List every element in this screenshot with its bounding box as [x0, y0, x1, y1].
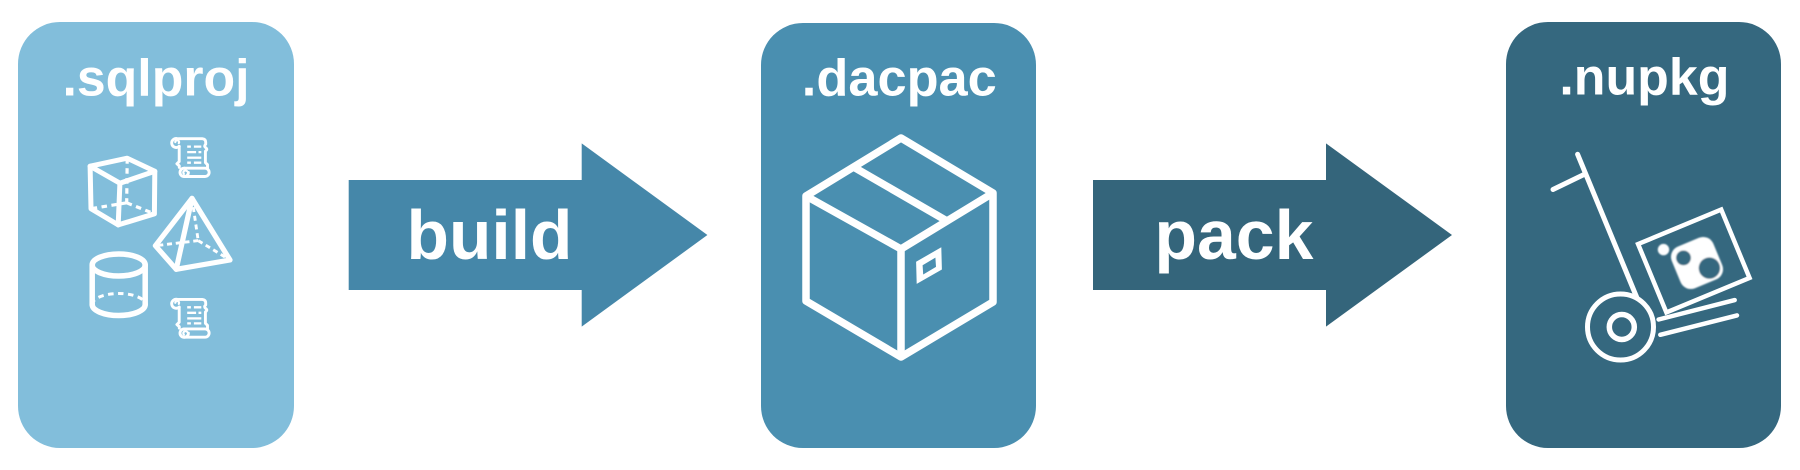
svg-text:build: build	[407, 196, 573, 274]
svg-text:.sqlproj: .sqlproj	[63, 50, 250, 108]
svg-text:.nupkg: .nupkg	[1559, 49, 1729, 107]
svg-text:.dacpac: .dacpac	[802, 50, 997, 108]
svg-text:pack: pack	[1154, 196, 1313, 274]
